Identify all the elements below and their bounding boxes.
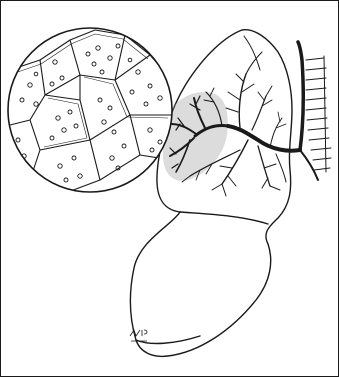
artist-signature-icon — [130, 330, 147, 341]
trachea-rings-icon — [298, 42, 331, 180]
alveoli-magnified-circle-icon — [8, 28, 172, 195]
